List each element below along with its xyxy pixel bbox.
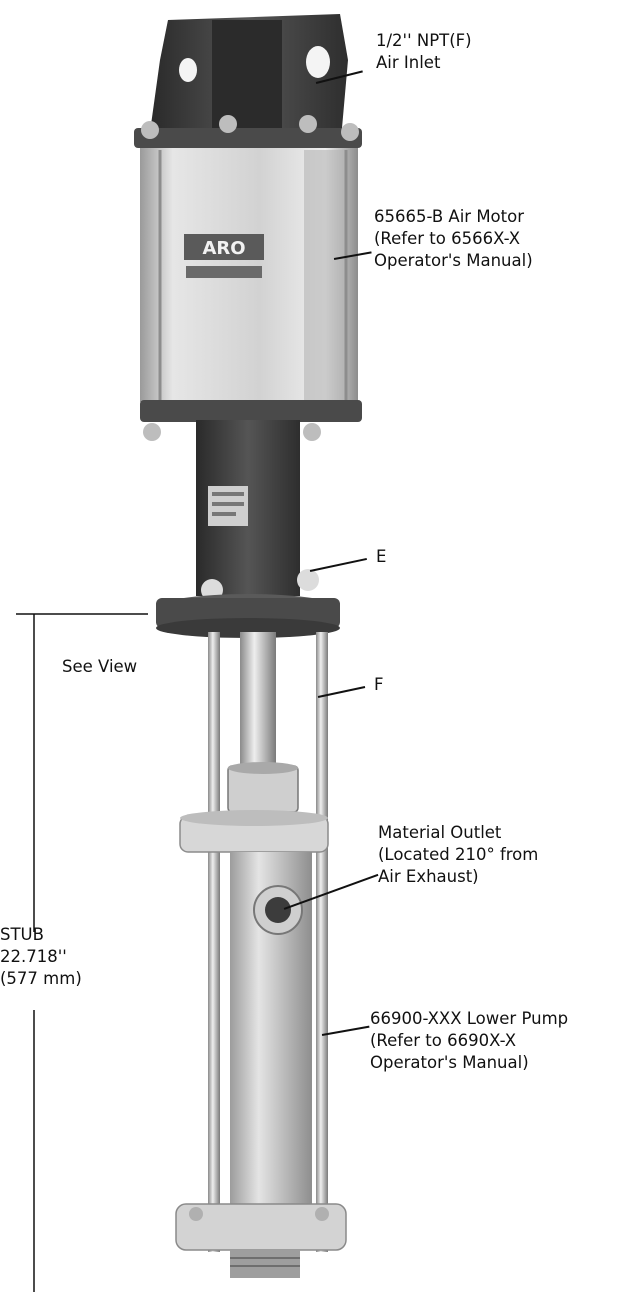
lower-pump-line3: Operator's Manual) bbox=[370, 1053, 529, 1072]
label-air-inlet: 1/2'' NPT(F) Air Inlet bbox=[376, 30, 472, 74]
stub-dimension bbox=[16, 613, 148, 1292]
label-stub: STUB 22.718'' (577 mm) bbox=[0, 924, 82, 990]
label-lower-pump: 66900-XXX Lower Pump (Refer to 6690X-X O… bbox=[370, 1008, 568, 1074]
label-material-outlet: Material Outlet (Located 210° from Air E… bbox=[378, 822, 538, 888]
stub-line1: STUB bbox=[0, 925, 44, 944]
lower-pump-tube bbox=[230, 852, 312, 1224]
stub-line2: 22.718'' bbox=[0, 947, 67, 966]
air-motor-line1: 65665-B Air Motor bbox=[374, 207, 524, 226]
mid-plate bbox=[179, 810, 329, 853]
coupling bbox=[227, 762, 299, 813]
air-inlet-line2: Air Inlet bbox=[376, 53, 441, 72]
material-outlet-line3: Air Exhaust) bbox=[378, 867, 479, 886]
label-point-f: F bbox=[374, 675, 384, 694]
mounting-flange bbox=[156, 594, 340, 638]
air-motor-cylinder: ARO bbox=[140, 148, 358, 402]
brand-logo: ARO bbox=[202, 238, 245, 259]
top-flange bbox=[134, 115, 362, 148]
label-point-e: E bbox=[376, 547, 387, 566]
label-air-motor: 65665-B Air Motor (Refer to 6566X-X Oper… bbox=[374, 206, 533, 272]
lower-pump-line2: (Refer to 6690X-X bbox=[370, 1031, 517, 1050]
material-outlet-line1: Material Outlet bbox=[378, 823, 502, 842]
top-casting bbox=[150, 14, 348, 132]
air-inlet-line1: 1/2'' NPT(F) bbox=[376, 31, 472, 50]
air-motor-line2: (Refer to 6566X-X bbox=[374, 229, 521, 248]
material-outlet-line2: (Located 210° from bbox=[378, 845, 539, 864]
stub-line3: (577 mm) bbox=[0, 969, 82, 988]
adapter-column bbox=[196, 420, 319, 601]
lower-pump-line1: 66900-XXX Lower Pump bbox=[370, 1009, 569, 1028]
foot-flange bbox=[175, 1203, 347, 1278]
label-see-view: See View bbox=[62, 657, 138, 676]
air-motor-line3: Operator's Manual) bbox=[374, 251, 533, 270]
motor-bottom-flange bbox=[140, 400, 362, 441]
